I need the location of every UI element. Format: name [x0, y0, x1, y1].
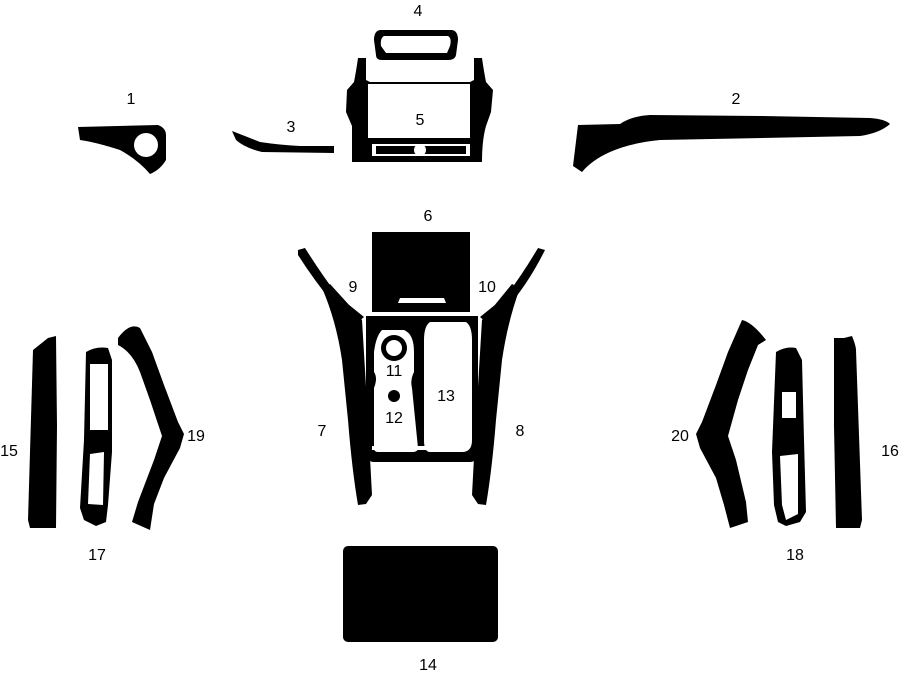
piece-7 — [322, 284, 372, 505]
label-1: 1 — [127, 91, 136, 108]
center-console — [366, 316, 478, 462]
label-16: 16 — [881, 443, 899, 460]
piece-9 — [298, 248, 364, 322]
label-8: 8 — [516, 423, 525, 440]
piece-6 — [372, 232, 470, 312]
piece-4 — [374, 30, 458, 60]
label-6: 6 — [424, 208, 433, 225]
piece-17 — [80, 347, 112, 526]
piece-8 — [472, 284, 520, 505]
label-12: 12 — [385, 410, 403, 427]
label-10: 10 — [478, 279, 496, 296]
label-17: 17 — [88, 547, 106, 564]
label-7: 7 — [318, 423, 327, 440]
piece-15 — [28, 336, 57, 528]
piece-19 — [118, 326, 184, 530]
label-5: 5 — [416, 112, 425, 129]
piece-14 — [343, 546, 498, 642]
label-15: 15 — [0, 443, 18, 460]
piece-1 — [78, 125, 166, 174]
label-4: 4 — [414, 3, 423, 20]
label-18: 18 — [786, 547, 804, 564]
piece-3 — [232, 131, 334, 153]
label-2: 2 — [732, 91, 741, 108]
label-13: 13 — [437, 388, 455, 405]
piece-16 — [834, 336, 862, 528]
piece-10 — [480, 248, 545, 322]
label-14: 14 — [419, 657, 437, 674]
label-11: 11 — [386, 363, 403, 380]
piece-20 — [696, 320, 766, 528]
label-3: 3 — [287, 119, 296, 136]
piece-18 — [772, 347, 806, 526]
label-9: 9 — [349, 279, 358, 296]
label-19: 19 — [187, 428, 205, 445]
label-20: 20 — [671, 428, 689, 445]
piece-5 — [346, 58, 493, 162]
piece-2 — [573, 115, 890, 172]
